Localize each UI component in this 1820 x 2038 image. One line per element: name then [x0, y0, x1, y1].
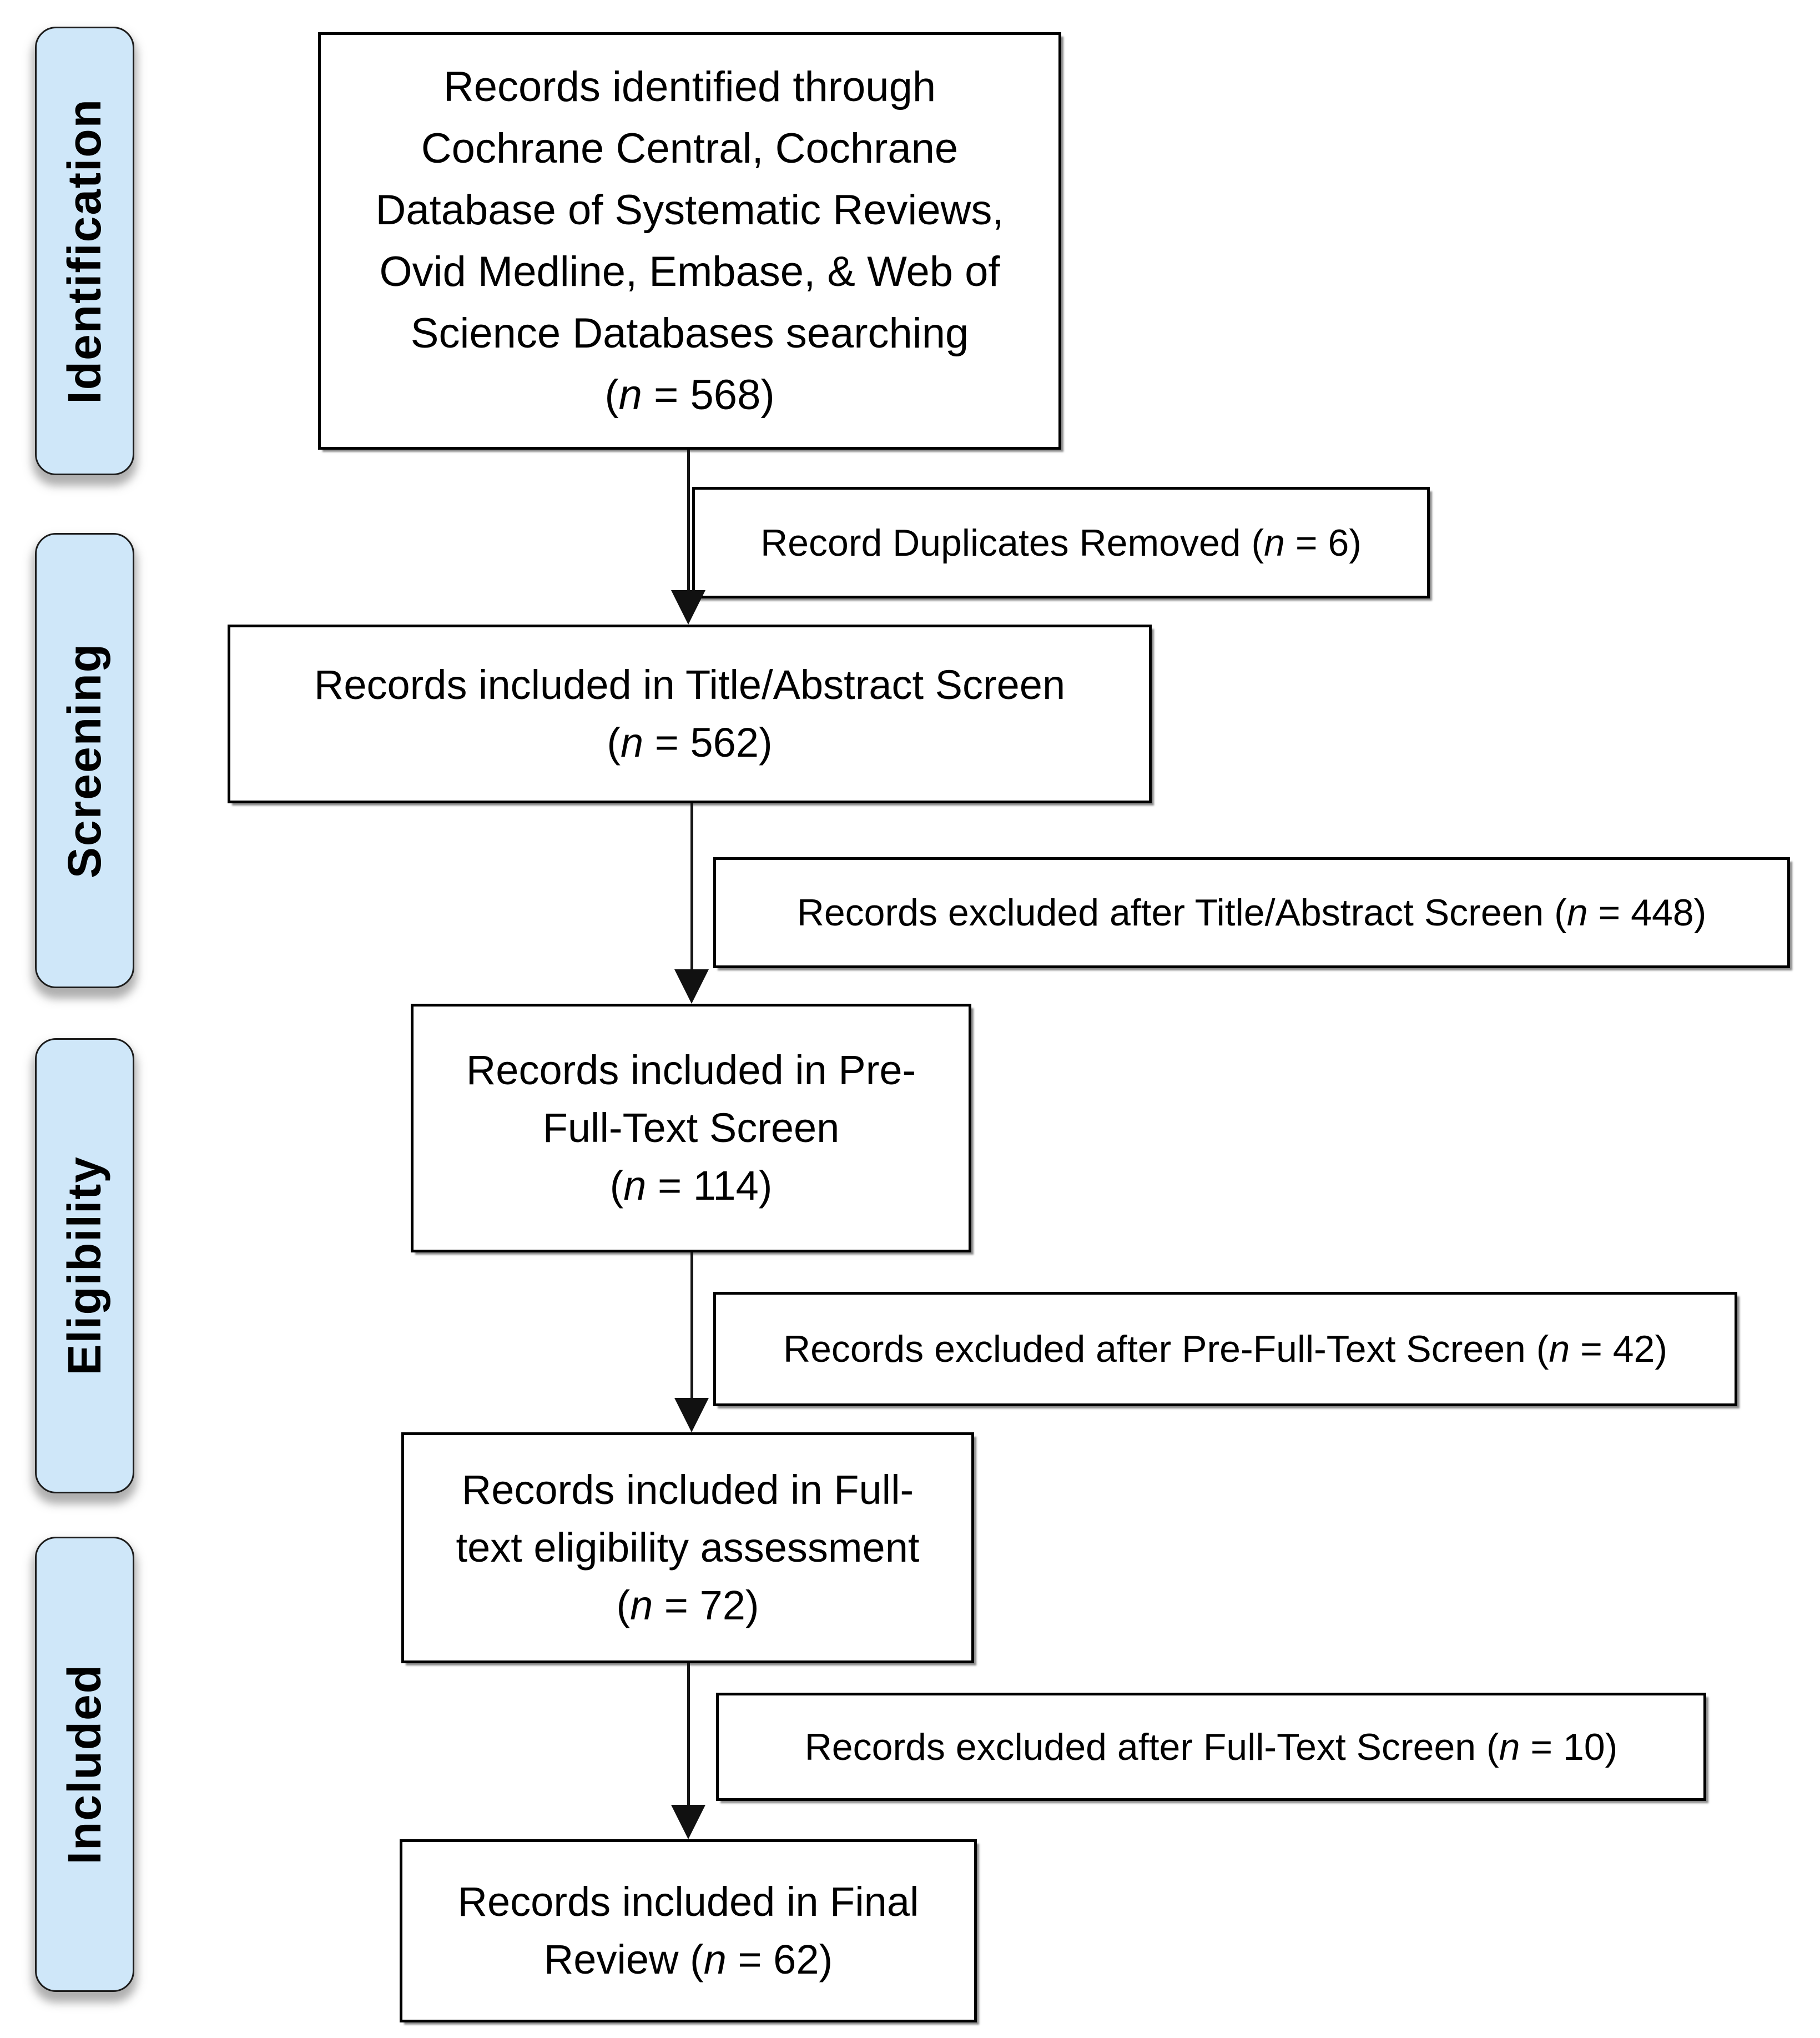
- arrowhead-1: [671, 590, 705, 625]
- side-box-excluded-full-text: Records excluded after Full-Text Screen …: [716, 1693, 1706, 1801]
- arrow-line-3: [690, 1252, 693, 1398]
- arrow-line-1: [687, 450, 690, 593]
- side-box-duplicates-removed-text: Record Duplicates Removed (n = 6): [760, 521, 1362, 564]
- arrow-line-2: [690, 803, 693, 969]
- stage-screening-label: Screening: [58, 642, 110, 879]
- stage-screening: Screening: [35, 533, 134, 988]
- flow-box-full-text-eligibility: Records included in Full-text eligibilit…: [401, 1432, 974, 1663]
- stage-eligibility-label: Eligibility: [58, 1156, 110, 1376]
- flow-box-pre-full-text-screen: Records included in Pre-Full-Text Screen…: [411, 1004, 971, 1252]
- side-box-duplicates-removed: Record Duplicates Removed (n = 6): [692, 487, 1430, 598]
- side-box-excluded-title-abstract: Records excluded after Title/Abstract Sc…: [713, 857, 1790, 968]
- stage-included-label: Included: [58, 1664, 110, 1865]
- arrowhead-3: [674, 1398, 709, 1432]
- stage-identification: Identification: [35, 27, 134, 475]
- side-box-excluded-full-text-text: Records excluded after Full-Text Screen …: [804, 1725, 1618, 1768]
- arrowhead-2: [674, 969, 709, 1004]
- side-box-excluded-pre-full-text: Records excluded after Pre-Full-Text Scr…: [713, 1292, 1737, 1406]
- stage-included: Included: [35, 1537, 134, 1992]
- arrow-line-4: [687, 1663, 690, 1805]
- arrowhead-4: [671, 1805, 705, 1839]
- flow-box-full-text-eligibility-text: Records included in Full-text eligibilit…: [456, 1467, 920, 1628]
- stage-eligibility: Eligibility: [35, 1038, 134, 1493]
- side-box-excluded-title-abstract-text: Records excluded after Title/Abstract Sc…: [796, 892, 1707, 934]
- flow-box-title-abstract-screen: Records included in Title/Abstract Scree…: [228, 625, 1152, 803]
- side-box-excluded-pre-full-text-text: Records excluded after Pre-Full-Text Scr…: [783, 1328, 1668, 1370]
- flow-box-pre-full-text-screen-text: Records included in Pre-Full-Text Screen…: [466, 1047, 916, 1209]
- flow-box-title-abstract-screen-text: Records included in Title/Abstract Scree…: [314, 662, 1066, 766]
- stage-identification-label: Identification: [58, 98, 110, 404]
